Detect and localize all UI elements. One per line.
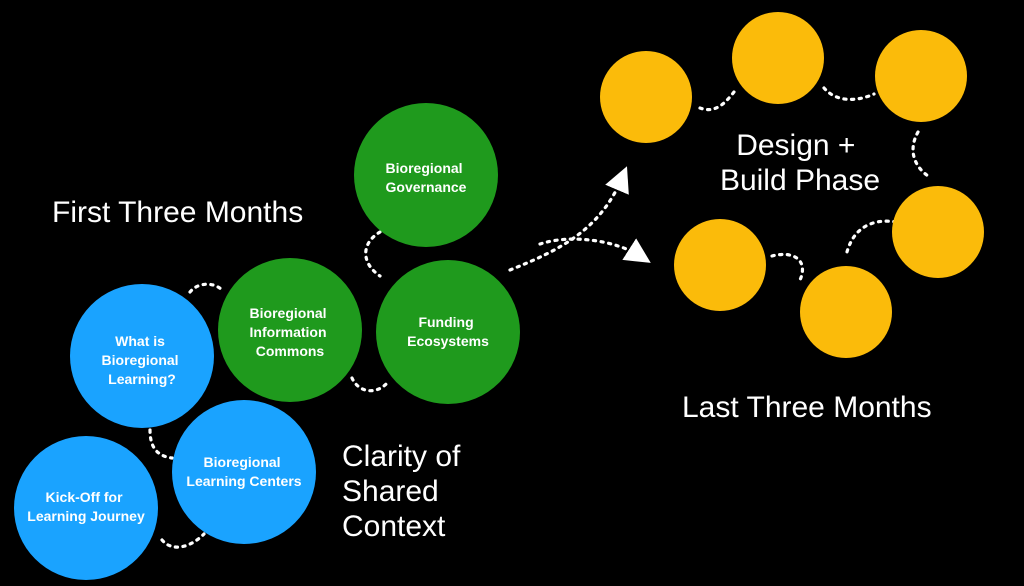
connector-yellow-3-4 xyxy=(911,130,930,178)
connector-yellow-2-3 xyxy=(822,86,876,101)
design-circle-1 xyxy=(600,51,692,143)
connector-yellow-4-5 xyxy=(844,219,898,258)
design-circle-6 xyxy=(800,266,892,358)
arrow-to-last xyxy=(538,237,651,263)
what-is-label: What is Bioregional Learning? xyxy=(102,333,183,387)
design-build-label: Design + Build Phase xyxy=(720,129,880,197)
connector-funding-governance xyxy=(364,230,382,278)
connector-whatis-commons xyxy=(188,282,224,294)
design-circle-2 xyxy=(732,12,824,104)
kickoff-label: Kick-Off for Learning Journey xyxy=(27,489,145,524)
last-three-months-label: Last Three Months xyxy=(682,391,932,424)
first-three-months-label: First Three Months xyxy=(52,196,303,229)
kickoff-circle: Kick-Off for Learning Journey xyxy=(14,436,158,580)
governance-circle: Bioregional Governance xyxy=(354,103,498,247)
design-circle-3 xyxy=(875,30,967,122)
information-commons-label: Bioregional Information Commons xyxy=(250,305,331,359)
design-circle-4 xyxy=(892,186,984,278)
funding-circle: Funding Ecosystems xyxy=(376,260,520,404)
connector-yellow-5-6 xyxy=(770,252,804,282)
connector-yellow-1-2 xyxy=(698,90,736,112)
arrow-to-design xyxy=(508,166,629,272)
funding-label: Funding Ecosystems xyxy=(407,314,489,349)
connector-kickoff-centers xyxy=(160,532,206,549)
information-commons-circle: Bioregional Information Commons xyxy=(218,258,362,402)
learning-centers-label: Bioregional Learning Centers xyxy=(186,454,301,489)
what-is-circle: What is Bioregional Learning? xyxy=(70,284,214,428)
governance-label: Bioregional Governance xyxy=(386,160,467,195)
connector-whatis-centers xyxy=(148,428,174,460)
clarity-label: Clarity of Shared Context xyxy=(342,440,469,543)
connector-commons-funding xyxy=(350,376,390,393)
learning-centers-circle: Bioregional Learning Centers xyxy=(172,400,316,544)
design-circle-5 xyxy=(674,219,766,311)
